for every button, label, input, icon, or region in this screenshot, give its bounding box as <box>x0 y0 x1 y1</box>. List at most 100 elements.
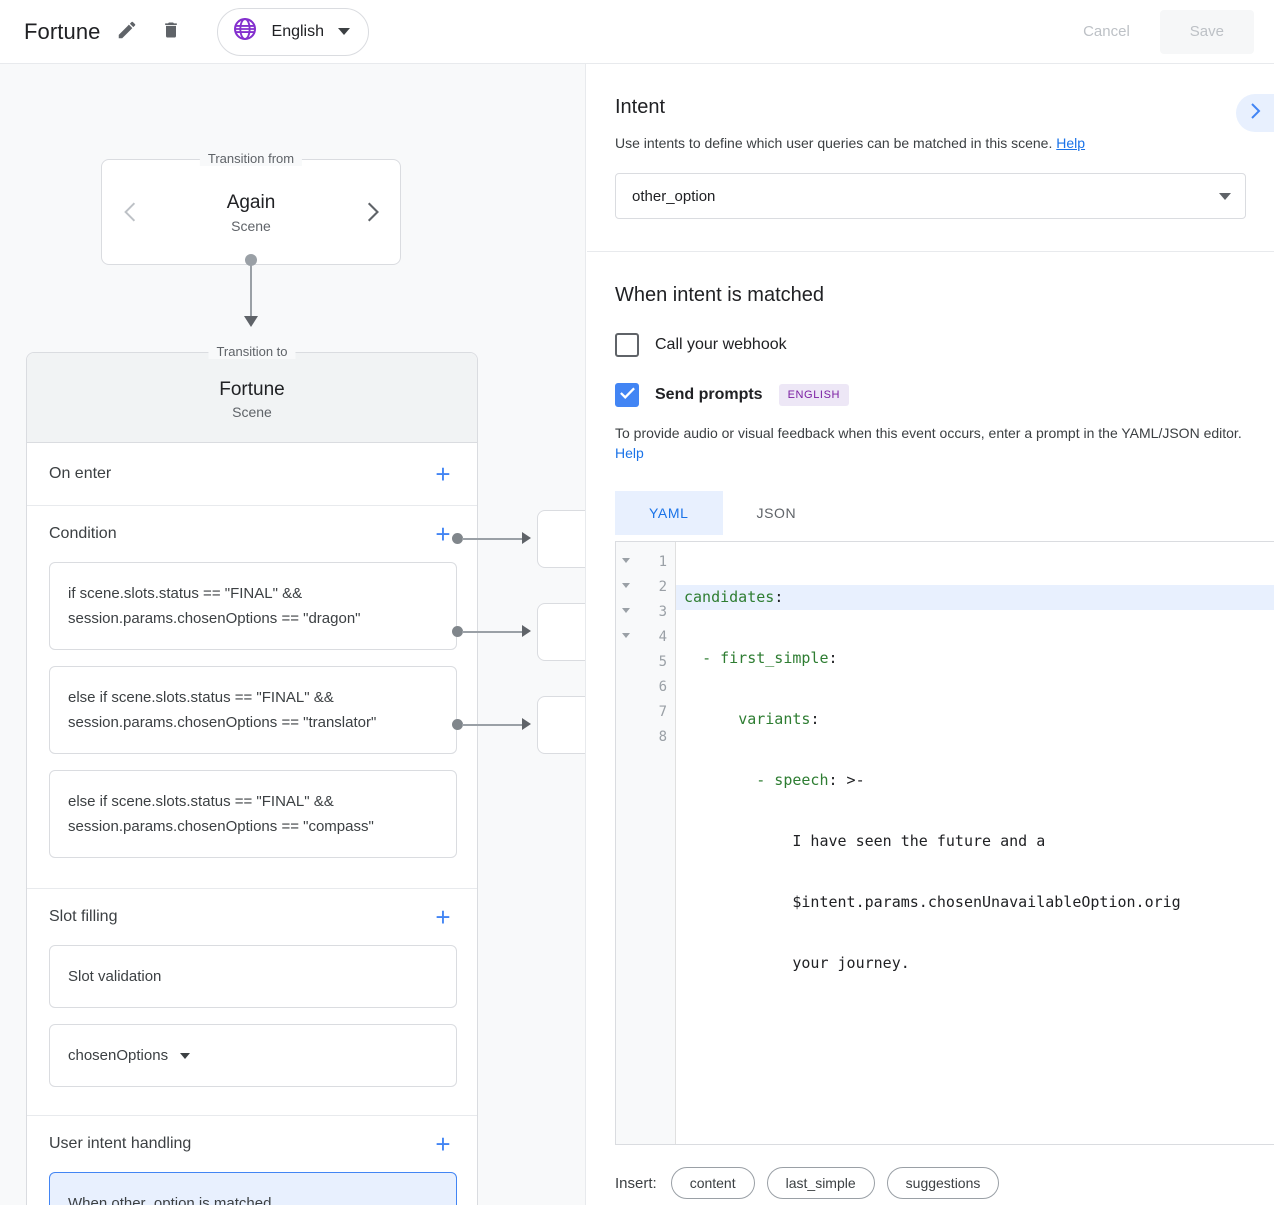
top-bar: Fortune English Cancel Save <box>0 0 1274 64</box>
transition-to-card: Transition to Fortune Scene On enter + C… <box>26 344 478 1205</box>
slot-validation-item[interactable]: Slot validation <box>49 945 457 1008</box>
delete-button[interactable] <box>153 14 189 50</box>
call-webhook-checkbox[interactable] <box>615 333 639 357</box>
gutter-line: 7 <box>616 699 675 724</box>
connector-arrow-icon <box>244 316 258 327</box>
add-condition-button[interactable]: + <box>435 519 451 549</box>
insert-chip-content[interactable]: content <box>670 1167 755 1199</box>
language-badge: ENGLISH <box>778 384 850 406</box>
yaml-key: candidates <box>684 588 775 606</box>
yaml-key: - speech <box>756 771 829 789</box>
line-number: 2 <box>658 578 667 595</box>
yaml-editor[interactable]: 1 2 3 4 5 6 7 8 candidates: - first_simp… <box>615 541 1274 1145</box>
section-on-enter: On enter + <box>27 443 477 506</box>
insert-chip-suggestions[interactable]: suggestions <box>886 1167 1000 1199</box>
editor-code-area[interactable]: candidates: - first_simple: variants: - … <box>676 542 1274 1144</box>
condition-connector-arrow-icon <box>522 625 531 637</box>
code-line <box>676 1012 1274 1037</box>
section-slot-filling: Slot filling + Slot validation chosenOpt… <box>27 889 477 1116</box>
insert-row: Insert: content last_simple suggestions <box>615 1167 1246 1199</box>
add-user-intent-button[interactable]: + <box>435 1129 451 1159</box>
add-slot-button[interactable]: + <box>435 902 451 932</box>
top-bar-actions: Cancel Save <box>1059 9 1254 54</box>
gutter-line: 3 <box>616 599 675 624</box>
chevron-down-icon <box>1219 192 1231 200</box>
intent-select-value: other_option <box>632 187 716 205</box>
yaml-key: - first_simple <box>702 649 829 667</box>
trash-icon <box>161 19 181 44</box>
chevron-right-icon <box>1248 101 1262 126</box>
slot-chosenoptions-item[interactable]: chosenOptions <box>49 1024 457 1087</box>
condition-connector-dot <box>452 626 463 637</box>
yaml-text: your journey. <box>792 954 910 972</box>
condition-item[interactable]: if scene.slots.status == "FINAL" && sess… <box>49 562 457 650</box>
condition-title: Condition <box>49 525 117 542</box>
transition-from-name: Again <box>226 192 276 213</box>
globe-icon <box>232 16 258 47</box>
fold-toggle-icon[interactable] <box>622 633 630 638</box>
call-webhook-label: Call your webhook <box>655 336 787 353</box>
yaml-punct: : <box>810 710 820 728</box>
intent-select[interactable]: other_option <box>615 173 1246 219</box>
condition-target-box[interactable] <box>537 510 585 568</box>
language-label: English <box>271 22 325 40</box>
prev-transition-button[interactable] <box>116 198 144 226</box>
transition-from-card: Transition from Again Scene <box>101 151 401 265</box>
prompts-description: To provide audio or visual feedback when… <box>615 423 1255 463</box>
line-number: 6 <box>658 678 667 695</box>
condition-connector-line <box>462 538 524 540</box>
editor-format-tabs: YAML JSON <box>615 491 1246 535</box>
check-icon <box>619 386 636 405</box>
gutter-line: 8 <box>616 724 675 749</box>
send-prompts-label: Send prompts <box>655 386 763 403</box>
edit-name-button[interactable] <box>109 14 145 50</box>
when-intent-matched-section: When intent is matched Call your webhook… <box>587 252 1274 1199</box>
scene-name: Fortune <box>219 379 285 400</box>
yaml-text: $intent.params.chosenUnavailableOption.o… <box>792 893 1181 911</box>
code-line: I have seen the future and a <box>676 829 1274 854</box>
cancel-button[interactable]: Cancel <box>1059 12 1154 52</box>
gutter-line: 2 <box>616 574 675 599</box>
condition-target-box[interactable] <box>537 603 585 661</box>
code-line: - first_simple: <box>676 646 1274 671</box>
send-prompts-checkbox-row[interactable]: Send prompts ENGLISH <box>615 383 1246 407</box>
next-transition-button[interactable] <box>358 198 386 226</box>
condition-item[interactable]: else if scene.slots.status == "FINAL" &&… <box>49 770 457 858</box>
condition-item[interactable]: else if scene.slots.status == "FINAL" &&… <box>49 666 457 754</box>
fold-toggle-icon[interactable] <box>622 583 630 588</box>
language-selector[interactable]: English <box>216 7 370 56</box>
gutter-line: 1 <box>616 549 675 574</box>
connector-dot <box>245 254 257 266</box>
tab-json[interactable]: JSON <box>756 505 797 521</box>
add-on-enter-button[interactable]: + <box>435 459 451 489</box>
line-number: 5 <box>658 653 667 670</box>
yaml-punct: : >- <box>828 771 865 789</box>
gutter-line: 4 <box>616 624 675 649</box>
yaml-punct: : <box>828 649 838 667</box>
intent-help-link[interactable]: Help <box>1056 135 1086 151</box>
line-number: 3 <box>658 603 667 620</box>
send-prompts-checkbox[interactable] <box>615 383 639 407</box>
gutter-line: 6 <box>616 674 675 699</box>
prompts-help-link[interactable]: Help <box>615 445 644 461</box>
intent-description: Use intents to define which user queries… <box>615 133 1246 153</box>
gutter-line: 5 <box>616 649 675 674</box>
connector-line <box>250 262 252 318</box>
code-line: - speech: >- <box>676 768 1274 793</box>
fold-toggle-icon[interactable] <box>622 558 630 563</box>
condition-connector-line <box>462 631 524 633</box>
insert-chip-last-simple[interactable]: last_simple <box>766 1167 875 1199</box>
condition-connector-line <box>462 724 524 726</box>
tab-yaml[interactable]: YAML <box>615 491 723 535</box>
save-button[interactable]: Save <box>1159 9 1254 54</box>
line-number: 1 <box>658 553 667 570</box>
condition-target-box[interactable] <box>537 696 585 754</box>
expand-panel-button[interactable] <box>1236 94 1274 132</box>
user-intent-item-other-option[interactable]: When other_option is matched <box>49 1172 457 1205</box>
editor-gutter: 1 2 3 4 5 6 7 8 <box>616 542 676 1144</box>
webhook-checkbox-row[interactable]: Call your webhook <box>615 333 1246 357</box>
condition-connector-dot <box>452 533 463 544</box>
transition-to-legend: Transition to <box>208 344 296 359</box>
transition-from-type: Scene <box>231 218 271 234</box>
fold-toggle-icon[interactable] <box>622 608 630 613</box>
